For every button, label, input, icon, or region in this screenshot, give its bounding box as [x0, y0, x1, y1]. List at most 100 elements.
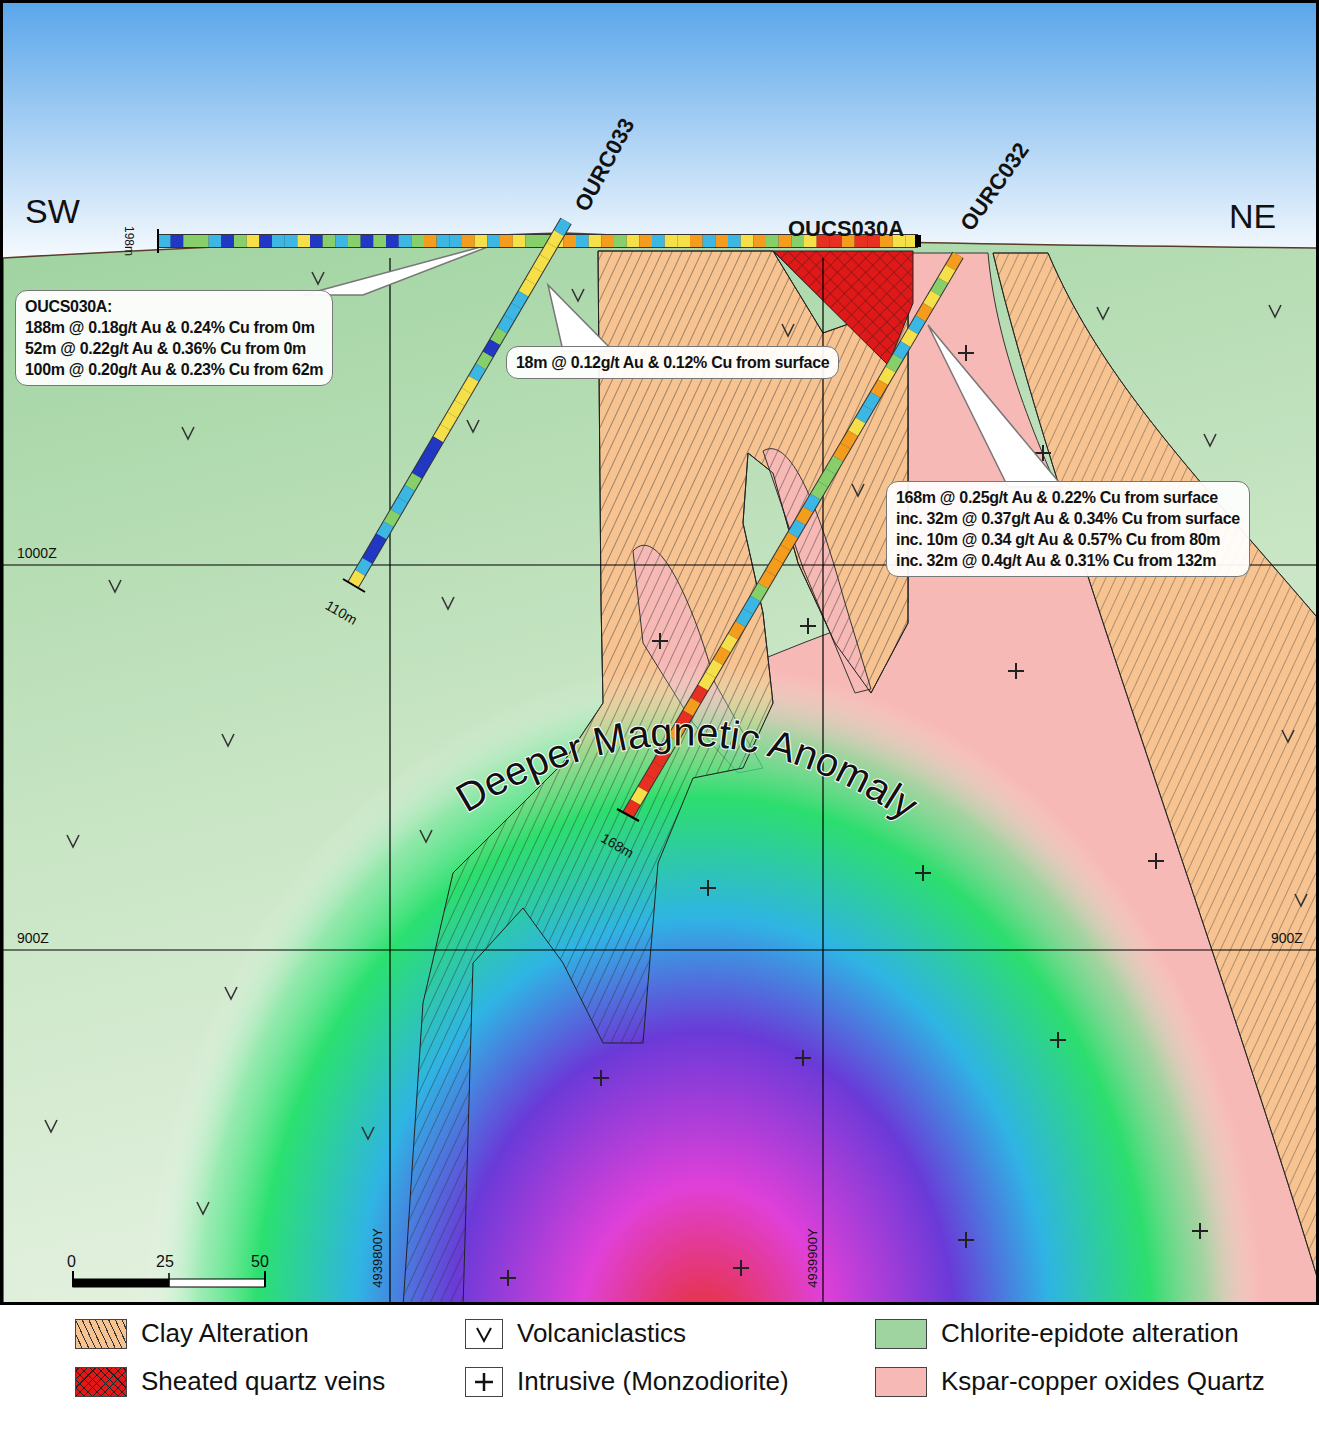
- northing-label: 4939900Y: [806, 1228, 820, 1287]
- assay-segment: [883, 370, 891, 383]
- assay-segment: [411, 235, 424, 247]
- assay-segment: [360, 561, 367, 573]
- assay-segment: [438, 427, 445, 439]
- assay-segment: [726, 637, 734, 650]
- volcaniclastic-symbol: [312, 272, 324, 284]
- assay-segment: [891, 357, 899, 370]
- intrusive-symbol: [652, 633, 668, 649]
- assay-segment: [728, 235, 741, 247]
- assay-segment: [913, 319, 921, 332]
- assay-text: inc. 32m @ 0.37g/t Au & 0.34% Cu from su…: [896, 508, 1240, 529]
- assay-segment: [513, 235, 526, 247]
- assay-segment: [563, 235, 576, 247]
- legend-swatch: [875, 1319, 927, 1349]
- legend-symbol: [466, 1368, 502, 1396]
- assay-segment: [531, 270, 538, 282]
- assay-segment: [652, 235, 665, 247]
- scale-bar: [73, 1271, 265, 1287]
- assay-segment: [589, 235, 602, 247]
- assay-segment: [741, 235, 754, 247]
- assay-segment: [403, 488, 410, 500]
- assay-callout: 18m @ 0.12g/t Au & 0.12% Cu from surface: [506, 346, 839, 379]
- assay-segment: [703, 235, 716, 247]
- assay-segment: [437, 235, 450, 247]
- assay-segment: [525, 235, 538, 247]
- assay-segment: [665, 235, 678, 247]
- assay-segment: [559, 221, 566, 233]
- assay-segment: [741, 611, 749, 624]
- intrusive-symbol: [915, 865, 931, 881]
- scale-number: 50: [251, 1253, 269, 1271]
- assay-segment: [460, 391, 467, 403]
- assay-text: 100m @ 0.20g/t Au & 0.23% Cu from 62m: [25, 359, 323, 380]
- assay-segment: [936, 280, 944, 293]
- legend-symbol-swatch: [465, 1367, 503, 1397]
- volcaniclastic-symbol: [1269, 305, 1281, 317]
- assay-callout: 168m @ 0.25g/t Au & 0.22% Cu from surfac…: [886, 481, 1250, 577]
- assay-segment: [715, 235, 728, 247]
- hole-end-tick: [617, 809, 639, 821]
- assay-segment: [753, 235, 766, 247]
- assay-segment: [452, 403, 459, 415]
- assay-segment: [500, 235, 513, 247]
- hole-collar: [915, 235, 921, 247]
- assay-segment: [868, 395, 876, 408]
- section-end-label: SW: [25, 193, 80, 230]
- assay-segment: [396, 500, 403, 512]
- volcaniclastic-symbol: [442, 597, 454, 609]
- assay-segment: [639, 235, 652, 247]
- assay-segment: [614, 235, 627, 247]
- assay-segment: [495, 330, 502, 342]
- assay-segment: [523, 282, 530, 294]
- assay-segment: [247, 235, 260, 247]
- assay-segment: [335, 235, 348, 247]
- assay-segment: [816, 484, 824, 497]
- volcaniclastic-symbol: [225, 987, 237, 999]
- legend-entry: Intrusive (Monzodiorite): [465, 1367, 789, 1397]
- volcaniclastic-symbol: [197, 1202, 209, 1214]
- intrusive-symbol: [800, 618, 816, 634]
- assay-text: inc. 10m @ 0.34 g/t Au & 0.57% Cu from 8…: [896, 529, 1240, 550]
- assay-segment: [906, 331, 914, 344]
- drill-trace-outline: [353, 221, 566, 585]
- hole-end-tick: [343, 579, 365, 592]
- assay-segment: [545, 245, 552, 257]
- clay-hatch: [993, 253, 1319, 1293]
- assay-segment: [285, 235, 298, 247]
- intrusive-symbol: [1008, 663, 1024, 679]
- intrusive-symbol: [1148, 853, 1164, 869]
- volcaniclastic-symbol: [782, 324, 794, 336]
- lithology-symbols: [45, 272, 1307, 1286]
- assay-segment: [171, 235, 184, 247]
- assay-segment: [921, 306, 929, 319]
- assay-segment: [502, 318, 509, 330]
- assay-segment: [373, 235, 386, 247]
- legend-text: Chlorite-epidote alteration: [941, 1320, 1239, 1347]
- sky: [3, 3, 1319, 273]
- assay-segment: [367, 549, 374, 561]
- volcaniclastic-symbol: [1282, 730, 1294, 742]
- scale-number: 25: [156, 1253, 174, 1271]
- intrusive-symbol: [500, 1270, 516, 1286]
- legend-entry: Clay Alteration: [75, 1319, 309, 1349]
- volcaniclastic-symbol: [852, 484, 864, 496]
- assay-text: 188m @ 0.18g/t Au & 0.24% Cu from 0m: [25, 317, 323, 338]
- assay-segment: [846, 433, 854, 446]
- assay-segment: [424, 452, 431, 464]
- assay-segment: [703, 675, 711, 688]
- assay-segment: [677, 235, 690, 247]
- assay-segment: [951, 255, 959, 268]
- volcaniclastic-symbol: [1295, 894, 1307, 906]
- assay-text: OUCS030A:: [25, 296, 323, 317]
- assay-segment: [348, 235, 361, 247]
- volcaniclastic-symbol: [362, 1127, 374, 1139]
- legend-entry: Volcaniclastics: [465, 1319, 686, 1349]
- assay-segment: [823, 471, 831, 484]
- elevation-label: 900Z: [17, 931, 49, 946]
- elevation-label: 1000Z: [17, 546, 57, 561]
- legend-text: Volcaniclastics: [517, 1320, 686, 1347]
- assay-segment: [467, 379, 474, 391]
- assay-text: inc. 32m @ 0.4g/t Au & 0.31% Cu from 132…: [896, 550, 1240, 571]
- assay-segment: [861, 408, 869, 421]
- section-frame: Deeper Magnetic Anomaly SWNEOURC033OUCS0…: [0, 0, 1319, 1305]
